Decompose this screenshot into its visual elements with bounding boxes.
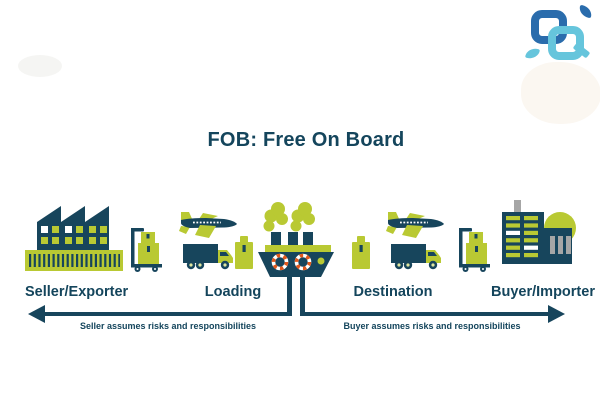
airplane-icon	[386, 212, 444, 238]
lifebuoy-icon	[271, 253, 289, 271]
fob-divider-bar-left	[287, 277, 292, 316]
fob-divider-bar-right	[300, 277, 305, 316]
watermark-blob	[521, 62, 600, 124]
cargo-ship-icon	[258, 202, 334, 277]
logo-light-ring-icon	[548, 26, 584, 60]
stage-label-buyer-importer: Buyer/Importer	[491, 284, 595, 300]
buyer-arrow-line	[304, 312, 553, 316]
hand-truck-icon	[459, 228, 490, 272]
factory-icon	[25, 206, 123, 271]
lifebuoy-icon	[294, 253, 312, 271]
stage-label-loading: Loading	[204, 284, 262, 300]
airplane-icon	[179, 212, 237, 238]
hand-truck-icon	[131, 228, 162, 272]
buyer-responsibility-caption: Buyer assumes risks and responsibilities	[343, 321, 521, 331]
seller-arrowhead-icon	[28, 305, 45, 323]
brand-logo	[524, 4, 598, 68]
stage-label-seller-exporter: Seller/Exporter	[25, 284, 129, 300]
tower-windows	[506, 216, 538, 258]
logo-leaf-dark-icon	[577, 4, 594, 19]
package-icon	[235, 236, 253, 269]
seller-arrow-line	[40, 312, 290, 316]
smoke-clouds	[263, 202, 315, 232]
delivery-truck-icon	[183, 244, 233, 270]
annex-windows	[550, 236, 571, 254]
buyer-arrowhead-icon	[548, 305, 565, 323]
delivery-truck-icon	[391, 244, 441, 270]
page-title: FOB: Free On Board	[207, 129, 405, 151]
package-icon	[352, 236, 370, 269]
stage-label-destination: Destination	[353, 284, 433, 300]
faint-smudge	[18, 55, 62, 77]
logo-leaf-light-icon	[524, 46, 541, 61]
office-building-icon	[502, 200, 576, 264]
seller-responsibility-caption: Seller assumes risks and responsibilitie…	[79, 321, 257, 331]
